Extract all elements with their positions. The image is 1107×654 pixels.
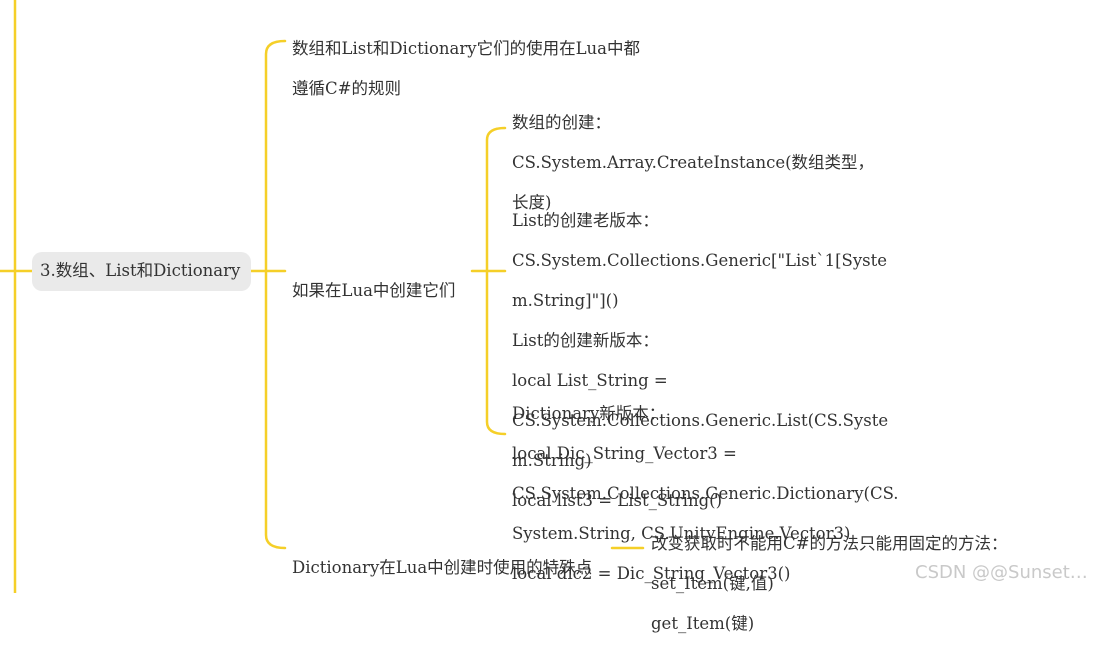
branch-dictionary-special[interactable]: Dictionary在Lua中创建时使用的特殊点 — [292, 538, 592, 598]
detail-dictionary-special-line-1: 改变获取时不能用C#的方法只能用固定的方法： — [651, 534, 1008, 553]
detail-dictionary-line-4: System.String, CS.UnityEngine.Vector3) — [512, 524, 851, 543]
detail-list-creation[interactable]: List的创建老版本： CS.System.Collections.Generi… — [512, 191, 888, 531]
csdn-watermark: CSDN @@Sunset… — [915, 562, 1088, 583]
detail-dictionary-line-2: local Dic_String_Vector3 = — [512, 444, 737, 463]
detail-list-line-4: List的创建新版本： — [512, 331, 659, 350]
detail-array-line-1: 数组的创建： — [512, 113, 611, 132]
detail-list-line-6: CS.System.Collections.Generic.List(CS.Sy… — [512, 411, 889, 430]
detail-list-line-8: local list3 = List_String() — [512, 491, 723, 510]
detail-list-line-5: local List_String = — [512, 371, 668, 390]
branch-create-in-lua[interactable]: 如果在Lua中创建它们 — [292, 261, 455, 321]
detail-array-line-2: CS.System.Array.CreateInstance(数组类型， — [512, 153, 875, 172]
root-node[interactable] — [32, 252, 251, 291]
detail-dictionary-line-1: Dictionary新版本： — [512, 404, 666, 423]
root-node-label: 3.数组、List和Dictionary — [40, 261, 241, 280]
detail-array-creation[interactable]: 数组的创建： CS.System.Array.CreateInstance(数组… — [512, 93, 874, 233]
detail-dictionary-line-5: local dic2 = Dic_String_Vector3() — [512, 564, 791, 583]
branches-bracket — [264, 39, 287, 550]
detail-dictionary-line-3: CS.System.Collections.Generic.Dictionary… — [512, 484, 899, 503]
detail-dictionary-creation[interactable]: Dictionary新版本： local Dic_String_Vector3 … — [512, 384, 899, 604]
branch-csharp-rules[interactable]: 数组和List和Dictionary它们的使用在Lua中都 遵循C#的规则 — [292, 19, 640, 119]
create-details-bracket — [485, 126, 507, 436]
detail-dictionary-special-line-2: set_Item(键,值) — [651, 574, 774, 593]
branch-csharp-rules-line-2: 遵循C#的规则 — [292, 79, 401, 98]
mindmap-connectors — [0, 0, 645, 593]
detail-dictionary-special[interactable]: 改变获取时不能用C#的方法只能用固定的方法： set_Item(键,值) get… — [651, 514, 1007, 654]
branch-dictionary-special-label: Dictionary在Lua中创建时使用的特殊点 — [292, 558, 593, 577]
detail-list-line-3: m.String]"]() — [512, 291, 619, 310]
detail-list-line-1: List的创建老版本： — [512, 211, 659, 230]
detail-dictionary-special-line-3: get_Item(键) — [651, 614, 755, 633]
branch-csharp-rules-line-1: 数组和List和Dictionary它们的使用在Lua中都 — [292, 39, 641, 58]
branch-create-in-lua-label: 如果在Lua中创建它们 — [292, 281, 456, 300]
detail-list-line-7: m.String) — [512, 451, 592, 470]
detail-array-line-3: 长度) — [512, 193, 552, 212]
detail-list-line-2: CS.System.Collections.Generic["List`1[Sy… — [512, 251, 888, 270]
